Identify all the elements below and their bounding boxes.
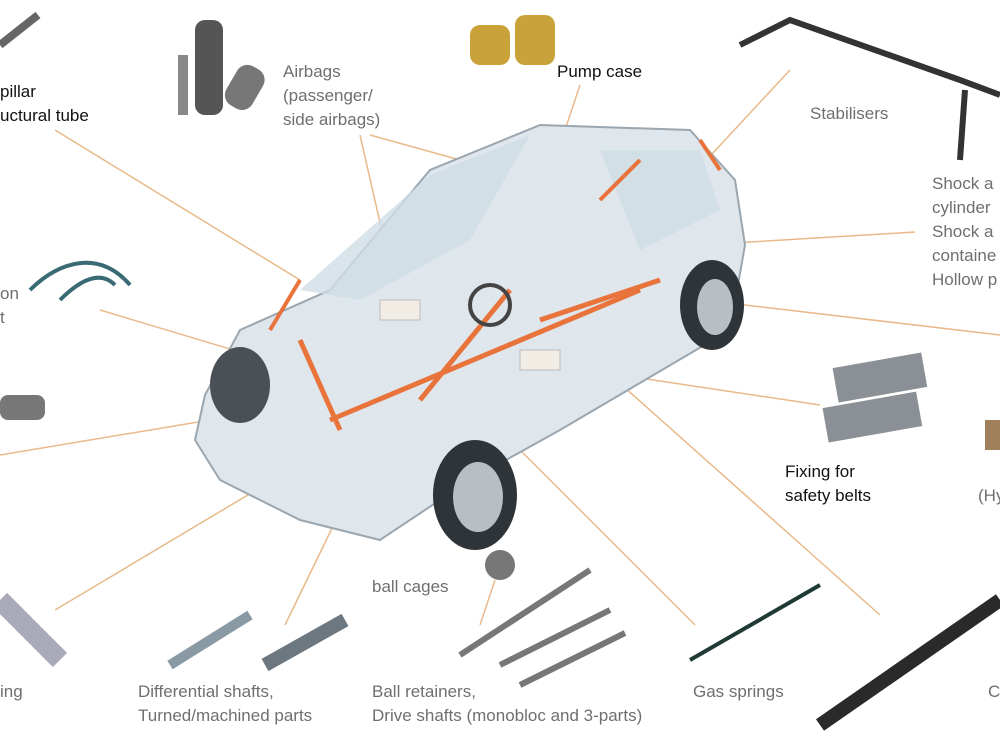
differential-shaft-part: [167, 610, 253, 670]
drive-shaft-part: [458, 567, 627, 688]
label-shock-line-4: containe: [932, 246, 997, 265]
belt-fixing-part-1: [832, 352, 928, 403]
shock-absorber-part: [816, 594, 1000, 731]
injection-line-part: [28, 260, 132, 302]
gas-spring-part: [689, 583, 821, 662]
steering-rack-part: [0, 592, 68, 668]
label-fixing: Fixing for safety belts: [785, 460, 871, 508]
pillar-tube-part: [0, 11, 41, 49]
label-right-bottom: C: [988, 682, 1000, 701]
label-steering: ing: [0, 682, 23, 701]
ball-cage-part: [485, 550, 515, 580]
label-pillar-line-1: pillar: [0, 82, 36, 101]
car-illustration: [193, 123, 747, 550]
label-hy: (Hy: [978, 486, 1000, 505]
label-airbags-line-2: (passenger/: [283, 86, 373, 105]
leader-line-pillar: [54, 129, 301, 281]
leader-line-fixing: [619, 374, 821, 406]
pump-case-part: [470, 25, 510, 65]
label-pillar-line-2: uctural tube: [0, 106, 89, 125]
stabiliser-part: [738, 16, 1000, 161]
label-fixing-line-2: safety belts: [785, 486, 871, 505]
label-shock-line-1: Shock a: [932, 174, 994, 193]
label-injection-line-1: on: [0, 284, 19, 303]
label-shock-line-3: Shock a: [932, 222, 994, 241]
label-gas-springs: Gas springs: [693, 682, 784, 701]
part-images: [0, 11, 1000, 731]
airbag-part: [195, 20, 223, 115]
turned-part: [261, 613, 349, 672]
label-pump-case: Pump case: [557, 62, 643, 81]
leader-line-airbags-2: [369, 134, 461, 161]
label-shock-line-5: Hollow p: [932, 270, 998, 289]
label-airbags-line-1: Airbags: [283, 62, 341, 81]
leader-line-ball: [479, 579, 496, 626]
label-ball-retainers-line-1: Ball retainers,: [372, 682, 476, 701]
label-ball-retainers: Ball retainers, Drive shafts (monobloc a…: [372, 680, 642, 728]
label-differential-line-2: Turned/machined parts: [138, 706, 313, 725]
label-stabilisers: Stabilisers: [810, 104, 889, 123]
highlighted-parts: [297, 277, 661, 432]
label-fixing-line-1: Fixing for: [785, 462, 855, 481]
label-shock-line-2: cylinder: [932, 198, 991, 217]
label-airbags: Airbags (passenger/ side airbags): [283, 60, 380, 132]
label-injection: on t: [0, 282, 19, 330]
steering-wheel: [468, 283, 512, 327]
belt-fixing-part-2: [822, 391, 923, 443]
label-airbags-line-3: side airbags): [283, 110, 381, 129]
label-pillar: pillar uctural tube: [0, 80, 89, 128]
camshaft-part: [0, 395, 45, 420]
label-ball-retainers-line-2: Drive shafts (monobloc and 3-parts): [372, 706, 643, 725]
label-ball-cages: ball cages: [372, 577, 449, 596]
label-shock: Shock a cylinder Shock a containe Hollow…: [932, 172, 997, 292]
label-injection-line-2: t: [0, 308, 5, 327]
label-differential: Differential shafts, Turned/machined par…: [138, 680, 312, 728]
label-differential-line-1: Differential shafts,: [138, 682, 274, 701]
